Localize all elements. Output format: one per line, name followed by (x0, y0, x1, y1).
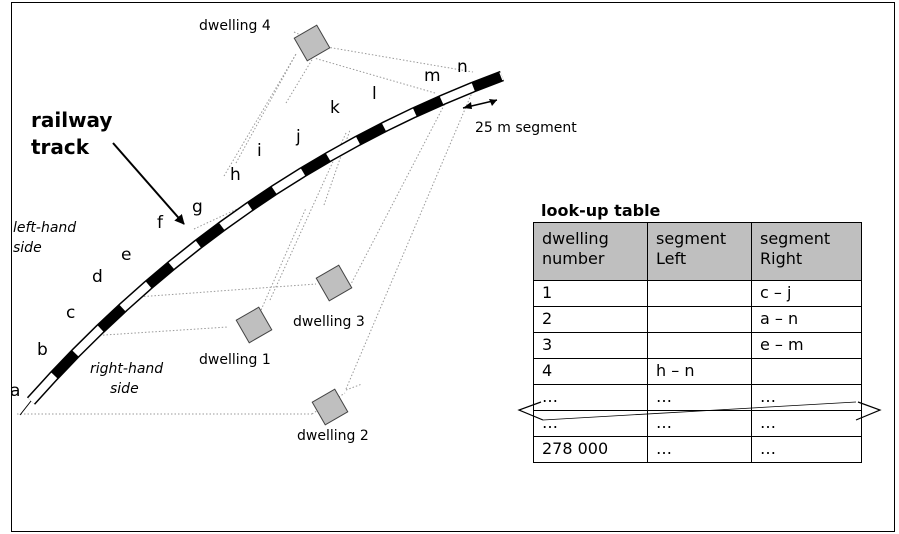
table-cell: 1 (533, 280, 648, 307)
track-segment-dark (50, 350, 80, 379)
table-row: 1 c – j (533, 280, 862, 307)
table-cell: c – j (751, 280, 862, 307)
connection-line (323, 129, 351, 206)
track-segment-dark (412, 95, 444, 117)
segment-label-d: d (92, 267, 103, 287)
track-segment-dark (97, 304, 126, 333)
header-line: dwelling (542, 229, 609, 248)
table-cell: … (647, 436, 752, 463)
segment-length-label: 25 m segment (475, 120, 577, 136)
segment-label-k: k (330, 98, 340, 118)
dwelling-boxes (235, 24, 353, 426)
left-side-label-line1: left-hand (13, 220, 77, 236)
dwelling-4-box (293, 24, 331, 62)
connection-line (345, 383, 363, 391)
lookup-table-title: look-up table (541, 201, 661, 220)
header-line: segment (760, 229, 831, 248)
railway-label-line1: railway (31, 108, 113, 132)
connection-line (326, 46, 474, 73)
table-cell: 4 (533, 358, 648, 385)
segment-label-m: m (424, 66, 441, 86)
left-side-label-line2: side (13, 240, 42, 256)
dwelling-3-label: dwelling 3 (293, 314, 365, 330)
track-segment-dark (195, 222, 225, 249)
connection-line (88, 326, 229, 337)
track-tail (19, 400, 32, 416)
track-segment-dark (145, 261, 175, 289)
segment-label-i: i (257, 141, 262, 161)
railway-label-line2: track (31, 135, 90, 159)
dwelling-1-label: dwelling 1 (199, 352, 271, 368)
right-side-label-line1: right-hand (90, 361, 164, 377)
table-cell (751, 358, 862, 385)
segment-label-h: h (230, 165, 241, 185)
right-side-label-line2: side (110, 381, 139, 397)
header-line: number (542, 249, 605, 268)
header-line: segment (656, 229, 727, 248)
segment-label-f: f (157, 213, 163, 233)
segment-label-c: c (66, 303, 76, 323)
track-segment-dark (300, 152, 331, 177)
railway-pointer-arrow (112, 142, 185, 225)
dwelling-2-box (311, 388, 349, 426)
track-inner (28, 72, 504, 404)
segment-label-l: l (372, 84, 377, 104)
dwelling-4-label: dwelling 4 (199, 18, 271, 34)
connection-line (223, 53, 297, 177)
table-cell: a – n (751, 306, 862, 333)
segment-label-g: g (192, 197, 203, 217)
table-cell (647, 280, 752, 307)
table-cell: 2 (533, 306, 648, 333)
table-cell: … (751, 436, 862, 463)
segment-label-e: e (121, 245, 132, 265)
dwelling-2-label: dwelling 2 (297, 428, 369, 444)
header-line: Left (656, 249, 687, 268)
segment-length-arrow (462, 99, 498, 109)
table-row: 278 000…… (533, 436, 862, 463)
segment-label-n: n (457, 57, 468, 77)
dwelling-1-box (235, 306, 273, 344)
dwelling-3-box (315, 264, 353, 302)
track-segment-dark (471, 71, 503, 92)
segment-label-b: b (37, 340, 48, 360)
track-segment-dark (247, 186, 277, 211)
header-line: Right (760, 249, 803, 268)
table-row: 2 a – n (533, 306, 862, 333)
table-cell: 278 000 (533, 436, 648, 463)
connection-line (253, 207, 307, 327)
table-cell: e – m (751, 332, 862, 359)
railway-track (19, 70, 504, 416)
table-row: ……… (533, 384, 862, 411)
track-segment-dark (355, 122, 387, 146)
connection-line (269, 132, 347, 301)
figure-frame (11, 2, 895, 532)
table-cell (647, 332, 752, 359)
segment-label-j: j (296, 127, 301, 147)
segment-label-a: a (10, 381, 21, 401)
